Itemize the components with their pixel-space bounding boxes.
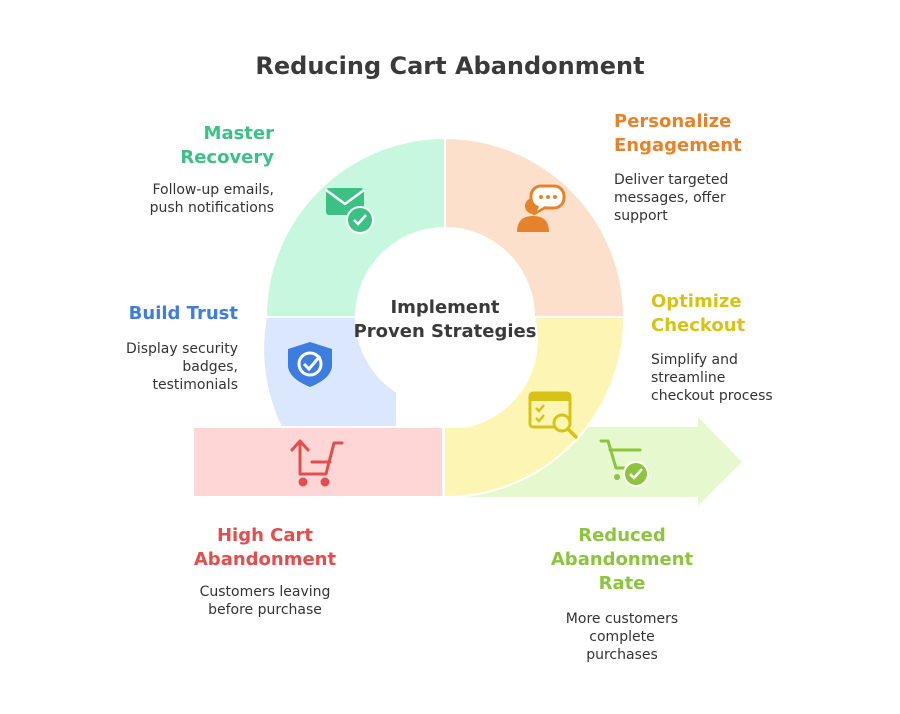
- high-abandonment-title: High Cart Abandonment: [165, 524, 365, 572]
- personalize-desc-1: Deliver targeted: [614, 172, 729, 188]
- optimize-title-1: Optimize: [651, 291, 742, 312]
- checklist-search-icon: [528, 391, 578, 439]
- personalize-title-1: Personalize: [614, 111, 732, 132]
- personalize-title: Personalize Engagement: [614, 110, 814, 158]
- cart-check-icon: [599, 439, 649, 487]
- optimize-title: Optimize Checkout: [651, 290, 851, 338]
- personalize-desc: Deliver targeted messages, offer support: [614, 171, 814, 225]
- master-recovery-desc-1: Follow-up emails,: [152, 182, 274, 198]
- high-abandonment-desc-1: Customers leaving: [199, 584, 331, 600]
- high-abandonment-desc-2: before purchase: [208, 602, 322, 618]
- high-abandonment-title-1: High Cart: [216, 525, 314, 546]
- reduced-desc-3: purchases: [586, 647, 658, 663]
- reduced-title-2: Abandonment: [550, 549, 694, 570]
- build-trust-desc: Display security badges, testimonials: [80, 340, 238, 394]
- master-recovery-desc: Follow-up emails, push notifications: [80, 181, 274, 217]
- master-recovery-title-1: Master: [203, 123, 274, 144]
- center-line-1: Implement: [390, 297, 500, 318]
- build-trust-title-1: Build Trust: [128, 303, 238, 324]
- cart-up-arrow-icon: [290, 439, 344, 487]
- shield-check-icon: [288, 342, 332, 387]
- personalize-desc-2: messages, offer: [614, 190, 726, 206]
- email-check-icon: [325, 188, 374, 234]
- reduced-title-1: Reduced: [578, 525, 666, 546]
- optimize-desc-3: checkout process: [651, 388, 773, 404]
- high-abandonment-desc: Customers leaving before purchase: [165, 583, 365, 619]
- center-label: Implement Proven Strategies: [345, 296, 545, 344]
- reduced-desc-1: More customers: [565, 611, 679, 627]
- personalize-desc-3: support: [614, 208, 668, 224]
- build-trust-desc-2: badges,: [182, 359, 238, 375]
- high-abandonment-title-2: Abandonment: [193, 549, 337, 570]
- diagram-title: Reducing Cart Abandonment: [255, 52, 645, 80]
- master-recovery-desc-2: push notifications: [149, 200, 274, 216]
- person-chat-icon: [517, 184, 566, 232]
- master-recovery-title: Master Recovery: [100, 122, 274, 170]
- master-recovery-title-2: Recovery: [180, 147, 274, 168]
- center-line-2: Proven Strategies: [353, 321, 537, 342]
- reduced-desc-2: complete: [589, 629, 655, 645]
- reduced-title-3: Rate: [598, 573, 646, 594]
- optimize-desc: Simplify and streamline checkout process: [651, 351, 851, 405]
- reduced-title: Reduced Abandonment Rate: [522, 524, 722, 596]
- personalize-title-2: Engagement: [614, 135, 742, 156]
- optimize-title-2: Checkout: [651, 315, 746, 336]
- optimize-desc-1: Simplify and: [651, 352, 738, 368]
- reduced-desc: More customers complete purchases: [522, 610, 722, 664]
- build-trust-desc-1: Display security: [126, 341, 238, 357]
- build-trust-title: Build Trust: [80, 302, 238, 326]
- build-trust-desc-3: testimonials: [152, 377, 238, 393]
- optimize-desc-2: streamline: [651, 370, 726, 386]
